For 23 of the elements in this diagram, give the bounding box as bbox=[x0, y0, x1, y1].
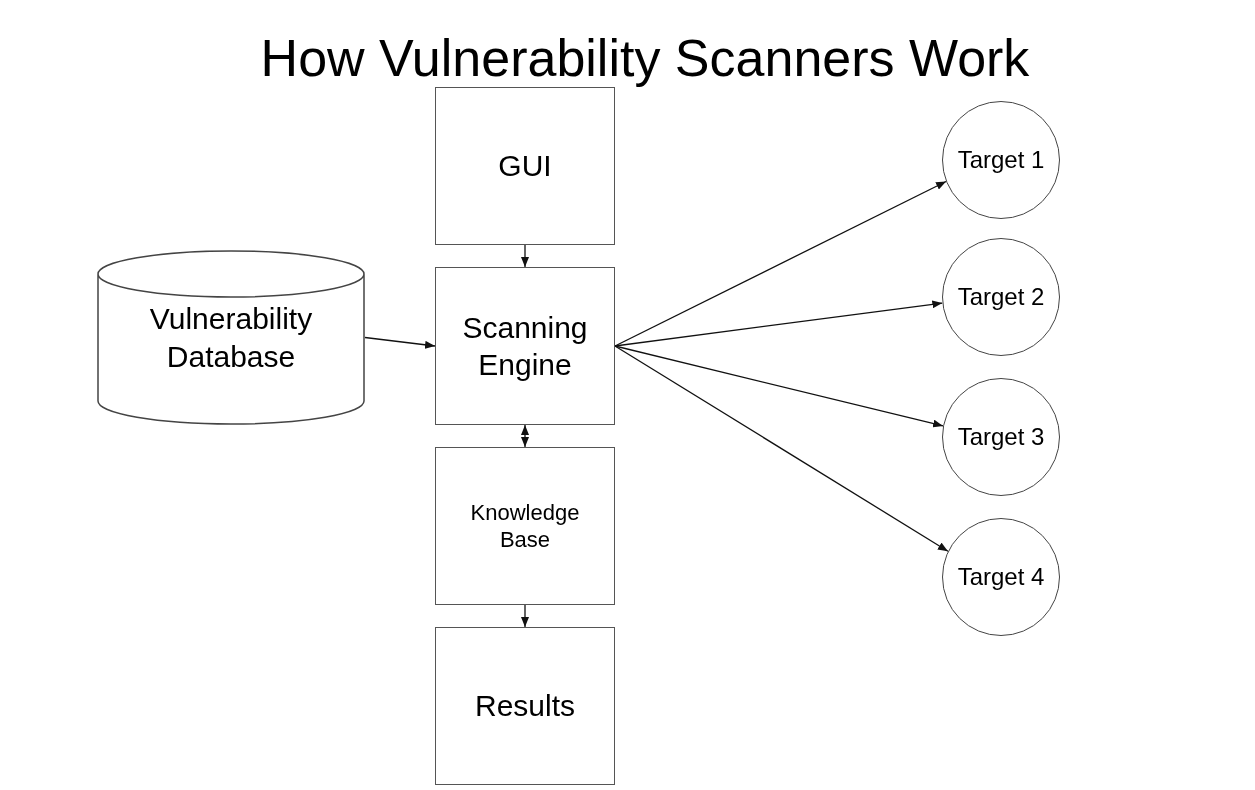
node-label: Vulnerability Database bbox=[148, 301, 314, 375]
process-box bbox=[435, 447, 615, 605]
arrow bbox=[521, 244, 529, 268]
node-label: Target 1 bbox=[956, 145, 1046, 175]
arrow bbox=[614, 300, 943, 347]
node-label: Target 2 bbox=[956, 282, 1046, 312]
database-cylinder bbox=[97, 250, 365, 425]
arrow bbox=[614, 345, 944, 428]
node-label: Knowledge Base bbox=[469, 498, 581, 554]
node-label: GUI bbox=[497, 148, 553, 185]
node-label: Results bbox=[473, 688, 576, 725]
arrow bbox=[521, 604, 529, 628]
node-label: Target 4 bbox=[956, 562, 1046, 592]
process-box bbox=[435, 87, 615, 245]
node-label: Scanning Engine bbox=[461, 309, 589, 383]
arrow bbox=[614, 345, 949, 552]
process-box bbox=[435, 627, 615, 785]
title: How Vulnerability Scanners Work bbox=[259, 28, 1031, 88]
arrow bbox=[614, 180, 947, 347]
arrow bbox=[364, 336, 436, 349]
arrow bbox=[521, 424, 529, 448]
node-label: Target 3 bbox=[956, 422, 1046, 452]
process-box bbox=[435, 267, 615, 425]
